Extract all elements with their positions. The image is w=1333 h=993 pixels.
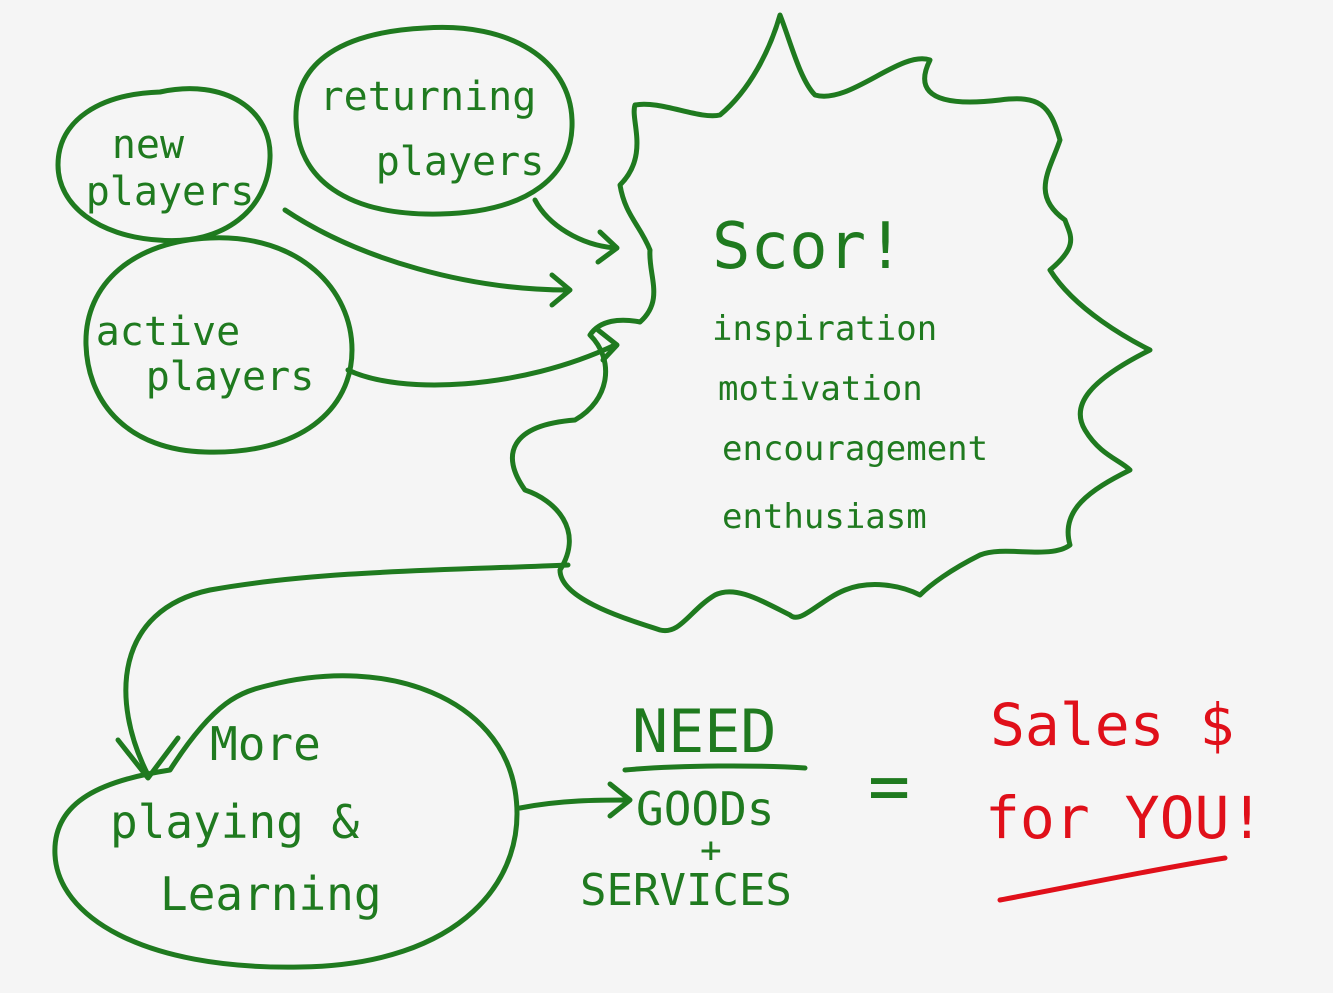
label-active: active: [96, 309, 241, 355]
bubble-scor-burst: [509, 12, 1153, 634]
bubble-more-playing: [52, 673, 520, 970]
arrow-active-to-scor: [345, 327, 620, 388]
arrow-returning-to-scor: [532, 197, 620, 265]
bubble-active-players: [83, 235, 355, 455]
need-underline: [622, 763, 808, 773]
arrow-scor-to-more-playing: [115, 562, 571, 781]
label-enthusiasm: enthusiasm: [722, 497, 927, 537]
label-sales-dollar: Sales $: [990, 691, 1234, 759]
label-goods: GOODs: [636, 782, 774, 836]
label-players-1: players: [86, 169, 255, 215]
label-scor-title: Scor!: [712, 210, 905, 284]
label-returning-players: returning players: [320, 74, 561, 185]
label-more-playing: More playing & Learning: [110, 717, 387, 921]
label-new: new: [112, 122, 185, 168]
arrow-new-to-scor: [282, 207, 573, 308]
label-players-2: players: [376, 139, 545, 185]
label-new-players: new players: [86, 122, 255, 215]
label-inspiration: inspiration: [712, 309, 937, 349]
bubble-new-players: [55, 86, 273, 244]
label-sales: Sales $ for YOU!: [985, 691, 1269, 852]
label-for-you: for YOU!: [985, 784, 1264, 852]
label-plus: +: [700, 830, 722, 871]
label-equals: =: [868, 745, 910, 827]
label-scor-items: inspiration motivation encouragement ent…: [712, 309, 1009, 537]
bubble-returning-players: [293, 24, 575, 217]
sales-underline: [997, 855, 1228, 903]
arrow-more-playing-to-need: [517, 781, 633, 819]
label-players-3: players: [146, 354, 315, 400]
label-services: SERVICES: [580, 865, 792, 916]
label-motivation: motivation: [718, 369, 923, 409]
label-need: NEED: [632, 697, 777, 767]
label-encouragement: encouragement: [722, 429, 988, 469]
label-learning: Learning: [160, 867, 382, 921]
label-playing: playing &: [110, 795, 360, 849]
label-more: More: [210, 717, 321, 771]
label-returning: returning: [320, 74, 537, 120]
label-active-players: active players: [96, 309, 315, 400]
